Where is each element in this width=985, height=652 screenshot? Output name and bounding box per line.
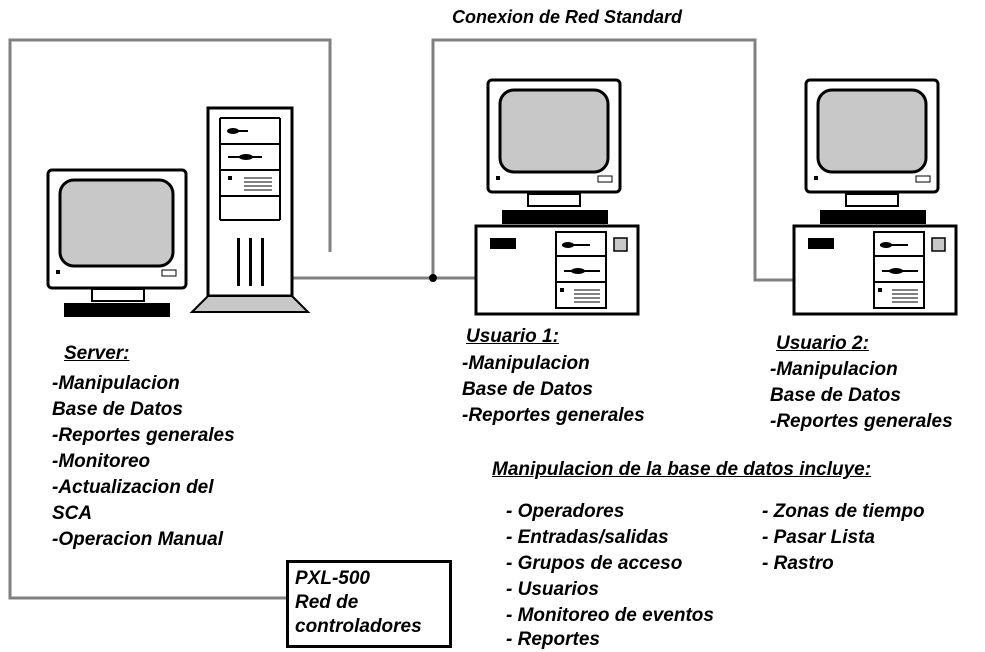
server-line: Base de Datos xyxy=(52,399,183,420)
network-lines xyxy=(8,38,795,600)
network-title: Conexion de Red Standard xyxy=(452,7,683,27)
usuario1-line: -Reportes generales xyxy=(462,405,645,426)
usuario1-line: -Manipulacion xyxy=(462,353,590,374)
usuario2-monitor xyxy=(804,78,940,224)
server-line: -Monitoreo xyxy=(52,451,151,472)
includes-item: - Pasar Lista xyxy=(762,527,875,548)
server-line: -Actualizacion del xyxy=(52,477,214,498)
includes-item: - Monitoreo de eventos xyxy=(506,605,714,626)
usuario2-desktop-case xyxy=(792,224,958,316)
network-junction-dot xyxy=(429,274,437,282)
usuario2-line: -Reportes generales xyxy=(770,411,953,432)
usuario1-desktop-case xyxy=(474,224,640,316)
includes-item: - Rastro xyxy=(762,553,834,574)
usuario1-heading: Usuario 1: xyxy=(466,326,559,347)
server-heading: Server: xyxy=(64,343,130,364)
usuario1-line: Base de Datos xyxy=(462,379,593,400)
includes-heading: Manipulacion de la base de datos incluye… xyxy=(492,459,872,480)
server-line: -Reportes generales xyxy=(52,425,235,446)
controller-box: PXL-500 Red de controladores xyxy=(286,560,452,648)
includes-item: - Entradas/salidas xyxy=(506,527,669,548)
server-tower xyxy=(189,106,311,313)
controller-line: Red de xyxy=(295,592,359,613)
usuario2-line: -Manipulacion xyxy=(770,359,898,380)
includes-item: - Reportes xyxy=(506,629,600,650)
server-line: SCA xyxy=(52,503,93,524)
usuario1-monitor xyxy=(486,78,622,224)
includes-item: - Zonas de tiempo xyxy=(762,501,925,522)
usuario2-heading: Usuario 2: xyxy=(776,333,869,354)
server-to-controller-line xyxy=(8,38,332,600)
server-monitor xyxy=(46,168,188,317)
includes-item: - Operadores xyxy=(506,501,625,522)
usuario2-line: Base de Datos xyxy=(770,385,901,406)
includes-item: - Usuarios xyxy=(506,579,599,600)
controller-line: controladores xyxy=(295,616,422,637)
controller-line: PXL-500 xyxy=(295,568,370,589)
network-to-usuario2-line xyxy=(431,38,795,282)
server-line: -Manipulacion xyxy=(52,373,180,394)
includes-item: - Grupos de acceso xyxy=(506,553,683,574)
server-line: -Operacion Manual xyxy=(52,529,224,550)
